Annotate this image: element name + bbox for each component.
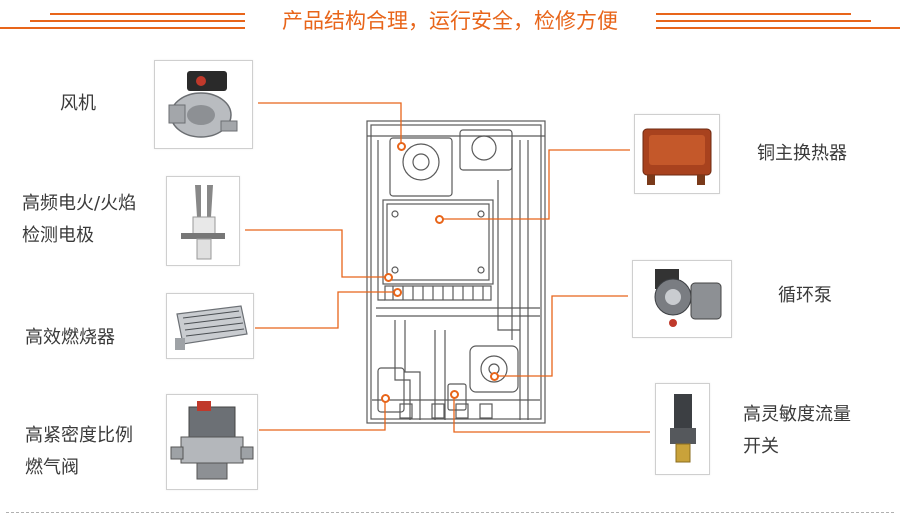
thumb-electrode — [166, 176, 240, 266]
leader-flow-switch — [453, 394, 650, 433]
header-rule-right-bottom — [656, 27, 900, 29]
heat-exchanger-icon — [642, 128, 712, 185]
callout-dot-pump — [490, 372, 499, 381]
label-burner: 高效燃烧器 — [25, 322, 115, 354]
label-heat-exchanger-text: 铜主换热器 — [757, 143, 847, 164]
thumb-heat-exchanger — [634, 114, 720, 194]
thumb-flow-switch — [655, 383, 710, 475]
label-fan: 风机 — [60, 88, 96, 120]
callout-dot-fan — [397, 142, 406, 151]
leader-gas-valve — [259, 398, 386, 431]
circulation-pump-icon — [654, 269, 722, 327]
label-fan-text: 风机 — [60, 93, 96, 114]
burner-icon — [175, 305, 248, 350]
label-electrode-line2: 检测电极 — [22, 225, 94, 246]
leader-electrode — [245, 229, 388, 278]
leader-fan — [258, 102, 402, 146]
ignition-electrode-icon — [181, 185, 225, 260]
callout-dot-flow-switch — [450, 390, 459, 399]
label-pump: 循环泵 — [778, 280, 832, 312]
thumb-fan — [154, 60, 253, 149]
leader-pump — [494, 295, 628, 377]
header-rule-right-top — [656, 13, 851, 15]
callout-dot-gas-valve — [381, 394, 390, 403]
thumb-pump — [632, 260, 732, 338]
label-gas-valve: 高紧密度比例 燃气阀 — [25, 420, 133, 484]
label-heat-exchanger: 铜主换热器 — [757, 138, 847, 170]
fan-icon — [168, 71, 238, 138]
label-flow-switch-line2: 开关 — [743, 436, 779, 457]
header-rule-left-top — [50, 13, 245, 15]
leader-heat-exchanger — [439, 149, 630, 220]
callout-dot-electrode — [384, 273, 393, 282]
callout-dot-heat-exchanger — [435, 215, 444, 224]
header-rule-left-bottom — [0, 27, 245, 29]
thumb-gas-valve — [166, 394, 258, 490]
thumb-burner — [166, 293, 254, 359]
bottom-dashed-rule — [6, 512, 894, 513]
label-electrode: 高频电火/火焰 检测电极 — [22, 188, 136, 252]
header-rule-right-mid — [656, 20, 871, 22]
label-pump-text: 循环泵 — [778, 285, 832, 306]
leader-lines — [245, 102, 650, 433]
label-gas-valve-line2: 燃气阀 — [25, 457, 79, 478]
boiler-line-drawing — [366, 120, 546, 424]
flow-switch-icon — [670, 394, 696, 463]
label-flow-switch: 高灵敏度流量 开关 — [743, 399, 851, 463]
gas-valve-icon — [170, 401, 254, 480]
header-rule-left-mid — [30, 20, 245, 22]
label-electrode-line1: 高频电火/火焰 — [22, 193, 137, 214]
label-burner-text: 高效燃烧器 — [25, 327, 115, 348]
label-gas-valve-line1: 高紧密度比例 — [25, 425, 133, 446]
page-title: 产品结构合理，运行安全，检修方便 — [282, 9, 618, 33]
callout-dot-burner — [393, 288, 402, 297]
leader-burner — [255, 291, 397, 329]
label-flow-switch-line1: 高灵敏度流量 — [743, 404, 851, 425]
